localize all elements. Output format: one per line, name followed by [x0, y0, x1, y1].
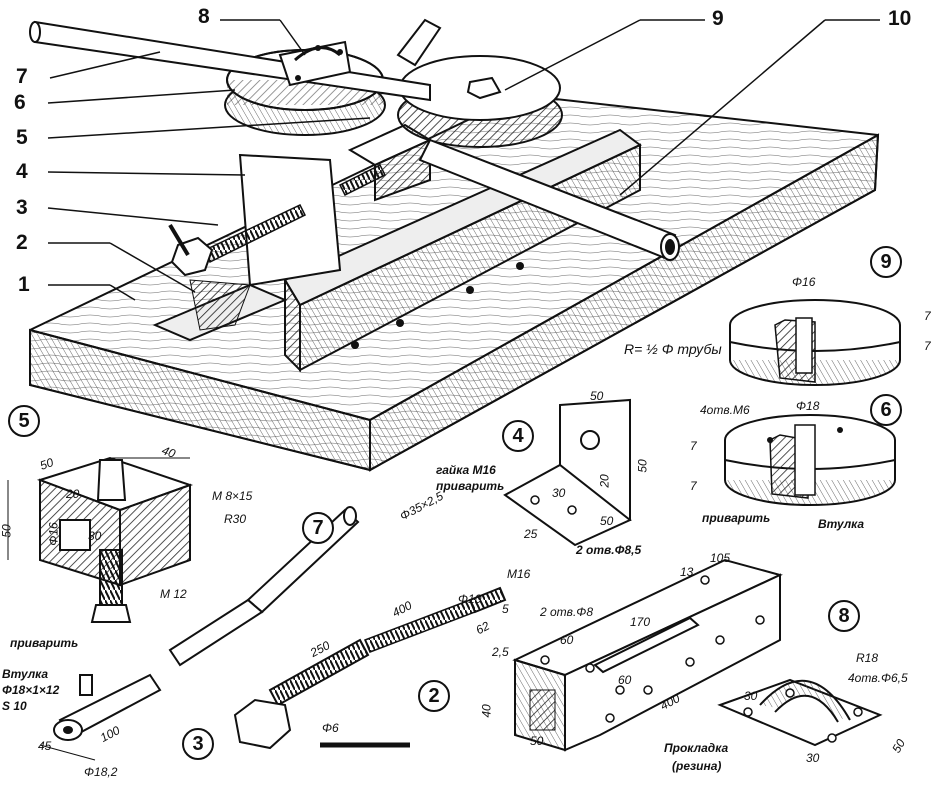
d8-note-rubber: (резина) [672, 759, 722, 773]
tube-assembly [418, 138, 680, 261]
clamp-assembly [278, 40, 352, 87]
d4-dim-50-top: 50 [590, 389, 604, 403]
detail-8-circle: 8 [828, 600, 860, 632]
callout-leaders [47, 19, 880, 301]
d6-note-weld: приварить [702, 511, 771, 525]
screw-assembly [168, 163, 387, 277]
d4-note-nut: гайка М16 [436, 463, 496, 477]
callout-7: 7 [16, 65, 28, 88]
d7-dim-45: 45 [38, 739, 52, 753]
callout-10: 10 [888, 7, 912, 30]
callout-3: 3 [16, 196, 28, 219]
d8-dim-r18: R18 [856, 651, 879, 665]
d8-note-gasket: Прокладка [664, 741, 729, 755]
d5-dim-20: 20 [66, 487, 80, 501]
d2-dim-60-side: 60 [618, 673, 632, 687]
d5-dim-m8: M 8×15 [212, 489, 253, 503]
d9-dim-7-top: 7 [924, 309, 931, 323]
d7-note-s10: S 10 [2, 699, 27, 713]
d4-dim-30: 30 [552, 486, 566, 500]
detail-4-bracket [503, 398, 632, 547]
detail-6-roller [724, 414, 896, 506]
d2-dim-60-top: 60 [560, 633, 574, 647]
detail-9-circle: 9 [870, 246, 902, 278]
callout-5: 5 [16, 126, 28, 149]
detail-6-circle: 6 [870, 394, 902, 426]
detail-3-screw [233, 586, 507, 750]
detail-2-circle: 2 [418, 680, 450, 712]
d5-dim-m12: M 12 [160, 587, 187, 601]
d9-dim-d16: Φ16 [792, 275, 816, 289]
d7-note-sleeve-size: Φ18×1×12 [2, 683, 60, 697]
callout-4: 4 [16, 160, 28, 183]
d6-dim-7-bottom: 7 [690, 479, 697, 493]
d2-dim-holes: 2 отв.Φ8 [540, 605, 593, 619]
d6-note-sleeve: Втулка [818, 517, 865, 531]
d5-dim-r30: R30 [224, 512, 247, 526]
d6-dim-holes: 4отв.М6 [700, 403, 750, 417]
d7-note-sleeve: Втулка [2, 667, 49, 681]
d4-dim-20: 20 [597, 474, 612, 488]
d4-dim-50-bottom: 50 [600, 514, 614, 528]
d7-note-weld: приварить [10, 636, 79, 650]
d8-dim-holes: 4отв.Φ6,5 [848, 671, 908, 685]
detail-2-channel [512, 558, 783, 752]
d4-dim-25: 25 [524, 527, 538, 541]
callout-2: 2 [16, 231, 28, 254]
detail-7-circle: 7 [302, 512, 334, 544]
d5-dim-d16: Φ16 [46, 522, 61, 546]
detail-8-clamp [717, 678, 883, 747]
d3-dim-d10: Φ10 [458, 592, 482, 606]
d4-note-weld: приварить [436, 479, 505, 493]
d2-dim-13: 13 [680, 565, 694, 579]
detail-9-roller [729, 299, 901, 386]
d3-dim-5: 5 [502, 602, 509, 616]
detail-5-block [7, 456, 194, 623]
detail-4-circle: 4 [502, 420, 534, 452]
d9-dim-7-bottom: 7 [924, 339, 931, 353]
callout-1: 1 [18, 273, 30, 296]
d2-dim-25: 2,5 [492, 645, 509, 659]
callout-9: 9 [712, 7, 724, 30]
d6-dim-d18: Φ18 [796, 399, 820, 413]
d8-dim-30-bottom: 30 [806, 751, 820, 765]
d5-dim-50-side: 50 [0, 524, 14, 538]
d3-dim-m16: М16 [507, 567, 531, 581]
d6-dim-7-top: 7 [690, 439, 697, 453]
roller-small-assembly [397, 55, 563, 148]
d4-note-holes: 2 отв.Φ8,5 [576, 543, 642, 557]
detail-5-circle: 5 [8, 405, 40, 437]
d7-dim-d182: Φ18,2 [84, 765, 118, 779]
d2-dim-170: 170 [630, 615, 651, 629]
d9-dim-radius: R= ½ Φ трубы [624, 341, 722, 357]
callout-8: 8 [198, 5, 210, 28]
detail-3-circle: 3 [182, 728, 214, 760]
d2-dim-50: 50 [530, 734, 544, 748]
d5-dim-30: 30 [88, 529, 102, 543]
d8-dim-30-top: 30 [744, 689, 758, 703]
d2-dim-105: 105 [710, 551, 731, 565]
d4-dim-50-right: 50 [635, 459, 650, 473]
d3-dim-d6: Φ6 [322, 721, 339, 735]
lever-assembly [29, 18, 442, 102]
callout-6: 6 [14, 91, 26, 114]
d2-dim-40: 40 [479, 704, 494, 718]
